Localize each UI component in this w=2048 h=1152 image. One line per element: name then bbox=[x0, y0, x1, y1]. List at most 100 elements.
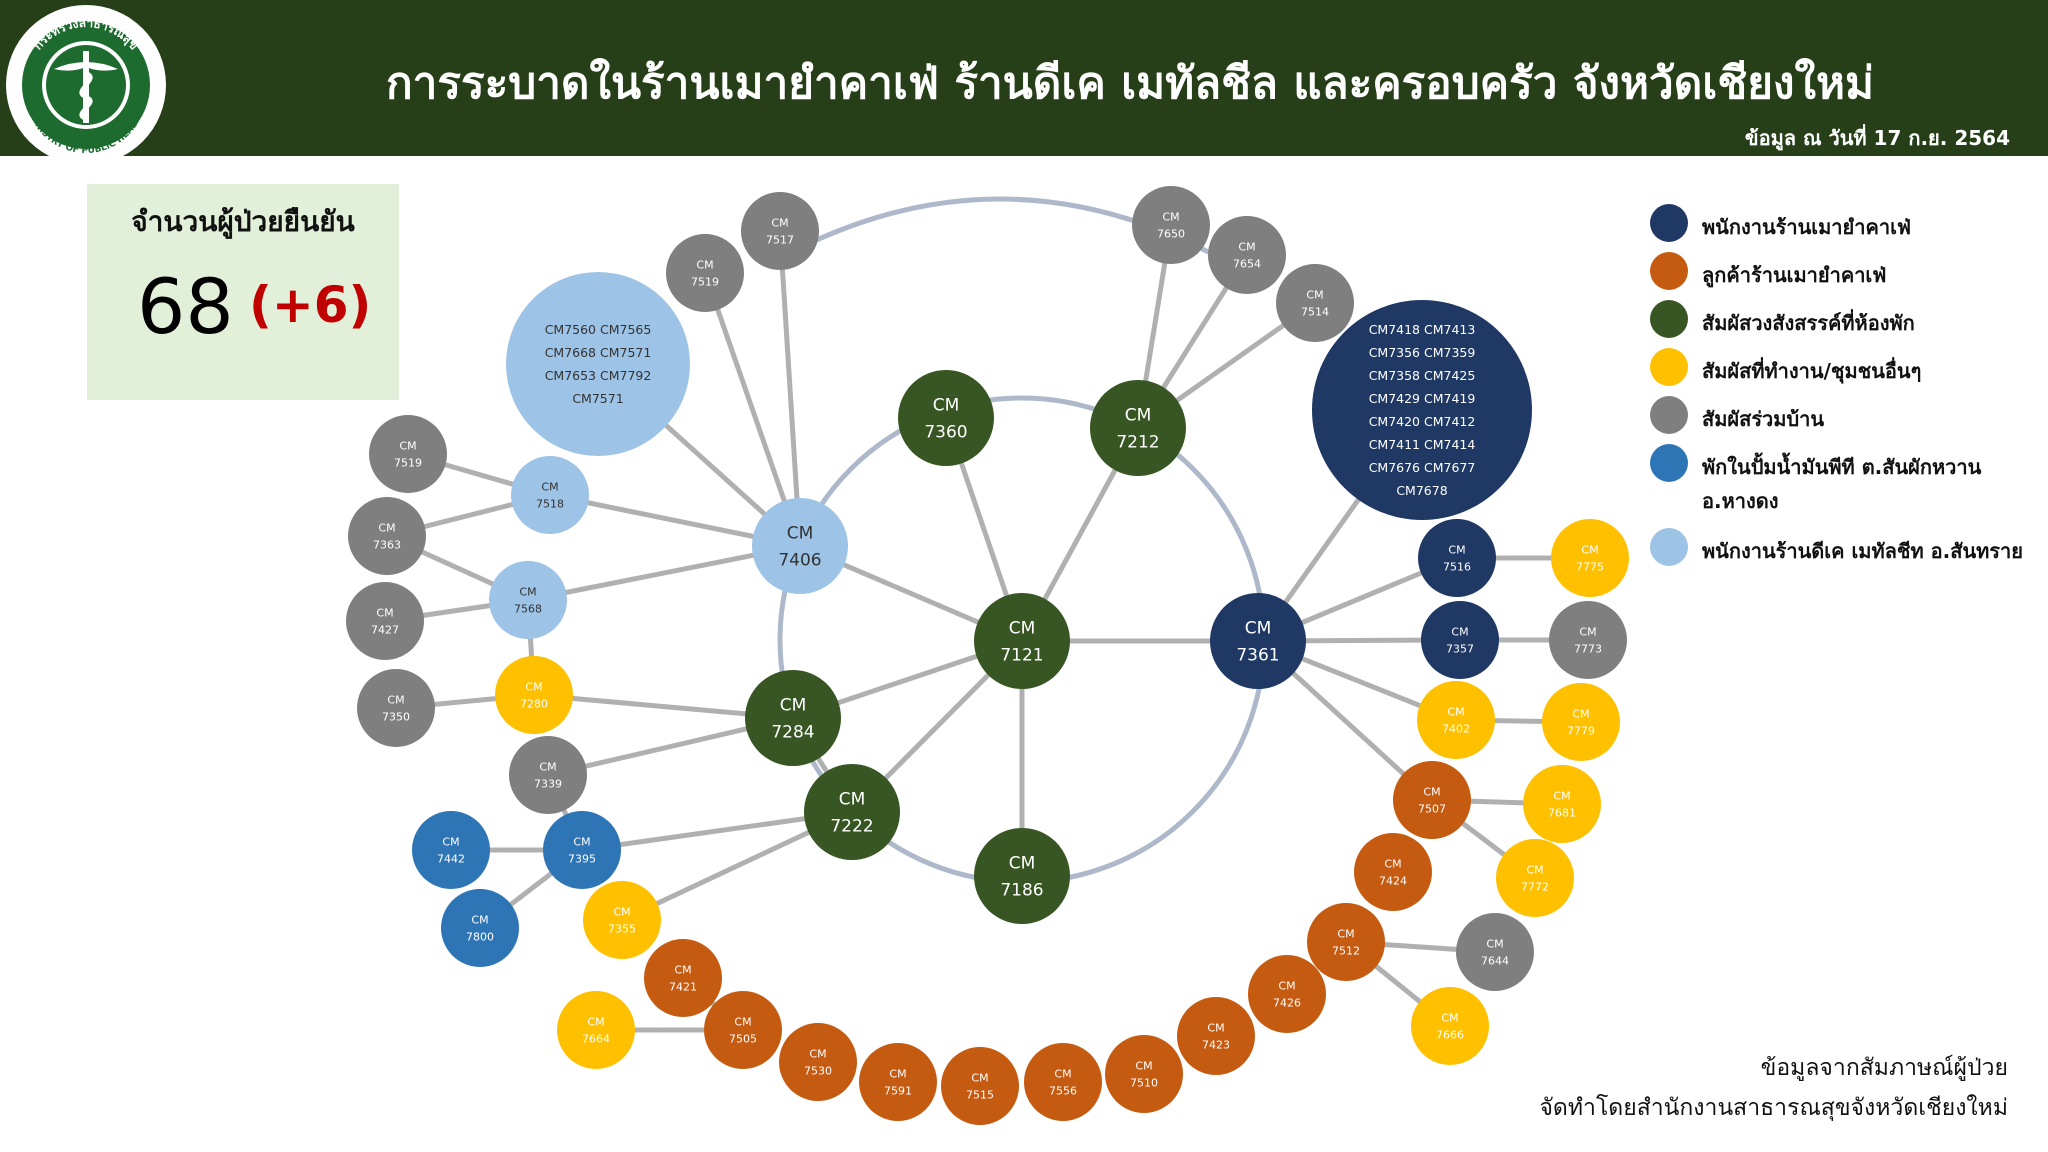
confirmed-cases-change: (+6) bbox=[249, 276, 372, 334]
node-label: CM7358 CM7425 bbox=[1369, 368, 1476, 383]
node-label: 7421 bbox=[669, 980, 697, 993]
node-label: CM bbox=[539, 760, 556, 773]
node-label: CM bbox=[771, 216, 788, 229]
node-circle bbox=[1393, 761, 1471, 839]
node-circle bbox=[779, 1023, 857, 1101]
source-note: ข้อมูลจากสัมภาษณ์ผู้ป่วย จัดทำโดยสำนักงา… bbox=[1539, 1048, 2008, 1128]
node-label: CM7571 bbox=[572, 391, 623, 406]
node-circle bbox=[974, 593, 1070, 689]
node-label: CM7668 CM7571 bbox=[545, 345, 652, 360]
node-label: 7591 bbox=[884, 1084, 912, 1097]
legend-label: ลูกค้าร้านเมายำคาเฟ่ bbox=[1702, 263, 1887, 287]
node-label: CM bbox=[1245, 618, 1272, 638]
node-label: CM bbox=[1441, 1011, 1458, 1024]
node-circle bbox=[543, 811, 621, 889]
node-label: 7424 bbox=[1379, 874, 1407, 887]
legend-item-party: สัมผัสวงสังสรรค์ที่ห้องพัก bbox=[1650, 300, 2040, 348]
node-label: 7361 bbox=[1236, 645, 1279, 665]
node-circle bbox=[1551, 519, 1629, 597]
node-label: CM bbox=[780, 695, 807, 715]
legend-item-work: สัมผัสที่ทำงาน/ชุมชนอื่นๆ bbox=[1650, 348, 2040, 396]
node-label: CM bbox=[1009, 618, 1036, 638]
node-label: CM bbox=[933, 395, 960, 415]
node-label: 7423 bbox=[1202, 1038, 1230, 1051]
node-label: CM7411 CM7414 bbox=[1369, 437, 1476, 452]
node-circle bbox=[1132, 186, 1210, 264]
node-circle bbox=[557, 991, 635, 1069]
node-label: CM bbox=[889, 1067, 906, 1080]
node-label: 7516 bbox=[1443, 560, 1471, 573]
node-circle bbox=[1417, 681, 1495, 759]
node-label: 7427 bbox=[371, 623, 399, 636]
legend-label: พนักงานร้านดีเค เมทัลชีท อ.สันทราย bbox=[1702, 539, 2023, 563]
node-circle bbox=[1208, 216, 1286, 294]
node-circle bbox=[357, 669, 435, 747]
node-label: 7280 bbox=[520, 697, 548, 710]
node-label: CM bbox=[399, 439, 416, 452]
node-label: CM7420 CM7412 bbox=[1369, 414, 1476, 429]
legend-label: สัมผัสร่วมบ้าน bbox=[1702, 407, 1825, 431]
node-circle bbox=[369, 415, 447, 493]
node-label: CM bbox=[971, 1071, 988, 1084]
node-label: 7650 bbox=[1157, 227, 1185, 240]
node-label: 7426 bbox=[1273, 996, 1301, 1009]
node-circle bbox=[1307, 903, 1385, 981]
node-label: 7355 bbox=[608, 922, 636, 935]
node-label: 7772 bbox=[1521, 880, 1549, 893]
node-label: CM bbox=[1553, 789, 1570, 802]
node-label: CM bbox=[1125, 405, 1152, 425]
node-circle bbox=[704, 991, 782, 1069]
node-label: 7222 bbox=[830, 816, 873, 836]
node-label: 7510 bbox=[1130, 1076, 1158, 1089]
legend-swatch bbox=[1650, 252, 1688, 290]
source-line-2: จัดทำโดยสำนักงานสาธารณสุขจังหวัดเชียงใหม… bbox=[1539, 1095, 2008, 1121]
node-label: CM bbox=[541, 480, 558, 493]
edge-7406-7517 bbox=[777, 230, 803, 547]
node-label: CM bbox=[696, 258, 713, 271]
node-label: CM7429 CM7419 bbox=[1369, 391, 1476, 406]
node-label: CM7560 CM7565 bbox=[545, 322, 652, 337]
node-label: 7121 bbox=[1000, 645, 1043, 665]
node-label: CM bbox=[1581, 543, 1598, 556]
node-circle bbox=[1024, 1043, 1102, 1121]
node-label: CM bbox=[573, 835, 590, 848]
node-label: CM bbox=[387, 693, 404, 706]
node-label: CM bbox=[1207, 1021, 1224, 1034]
legend-swatch bbox=[1650, 300, 1688, 338]
node-label: 7515 bbox=[966, 1088, 994, 1101]
node-label: 7363 bbox=[373, 538, 401, 551]
confirmed-cases-box: จำนวนผู้ป่วยยืนยัน 68 (+6) bbox=[87, 184, 399, 400]
node-label: CM bbox=[809, 1047, 826, 1060]
node-circle bbox=[1312, 300, 1532, 520]
node-label: 7402 bbox=[1442, 722, 1470, 735]
confirmed-cases-total: 68 bbox=[137, 262, 234, 351]
node-circle bbox=[1421, 601, 1499, 679]
legend-label: พนักงานร้านเมายำคาเฟ่ bbox=[1702, 215, 1912, 239]
node-circle bbox=[666, 234, 744, 312]
node-label: CM bbox=[1009, 853, 1036, 873]
